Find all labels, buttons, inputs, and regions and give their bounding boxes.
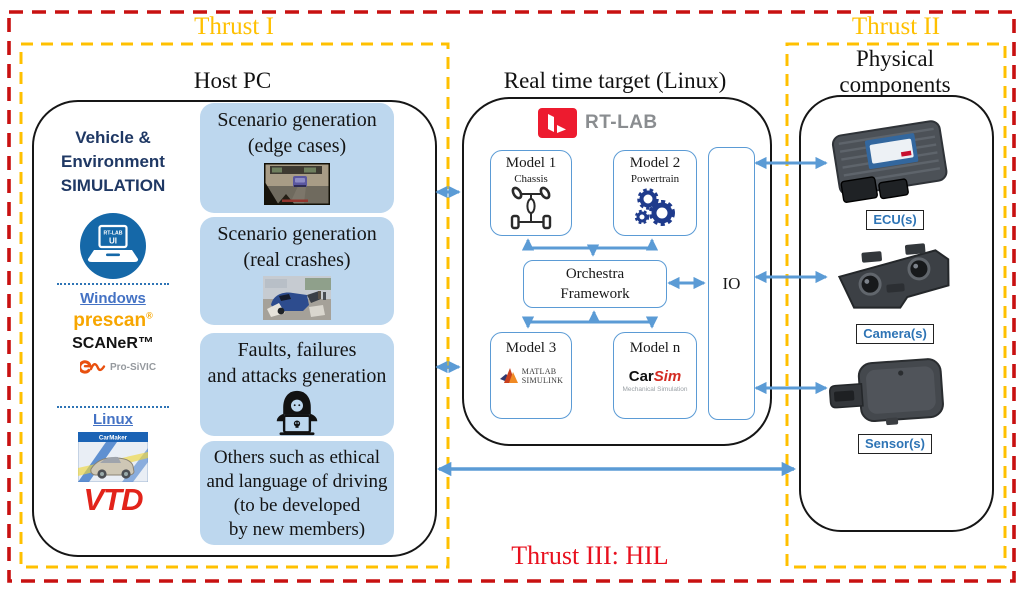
sim-header-line1: Vehicle &	[75, 128, 151, 147]
simulink-text: SIMULINK	[521, 376, 564, 385]
matlab-text: MATLAB	[521, 367, 557, 376]
real-crashes-line1: Scenario generation	[217, 223, 377, 245]
model2-name: Model 2	[629, 155, 681, 171]
separator-windows	[57, 283, 169, 285]
laptop-screen-text-ui: UI	[109, 237, 117, 246]
rtlab-ui-laptop-icon: RT-LAB UI	[79, 212, 147, 285]
carsim-car-text: Car	[628, 368, 654, 385]
sim-header-line2: Environment	[61, 152, 165, 171]
real-crashes-line2: (real crashes)	[243, 249, 351, 271]
realtime-target-title: Real time target (Linux)	[503, 68, 727, 93]
carsim-tagline: Mechanical Simulation	[622, 386, 688, 393]
faults-line2: and attacks generation	[207, 365, 387, 387]
camera-label: Camera(s)	[856, 324, 934, 344]
model3-name: Model 3	[505, 340, 557, 356]
chassis-icon	[491, 186, 571, 237]
camera-label-wrap: Camera(s)	[800, 324, 990, 344]
thrust1-label: Thrust I	[194, 13, 274, 40]
edge-cases-line1: Scenario generation	[217, 109, 377, 131]
physical-title-line1: Physical	[856, 46, 934, 71]
thrust3-label: Thrust III: HIL	[511, 541, 669, 570]
scenario-box-others: Others such as ethical and language of d…	[200, 441, 394, 545]
scenario-box-faults-attacks: Faults, failures and attacks generation	[200, 333, 394, 436]
ecu-image	[820, 112, 960, 213]
others-line4: by new members)	[228, 519, 366, 540]
hacker-icon	[200, 390, 394, 441]
scenario-box-real-crashes: Scenario generation (real crashes)	[200, 217, 394, 325]
scaner-logo: SCANeR™	[72, 335, 154, 352]
esi-swoosh-icon	[79, 360, 106, 374]
camera-image	[834, 240, 956, 329]
rtlab-logo-icon	[538, 108, 577, 138]
modeln-name: Model n	[629, 340, 681, 356]
windows-section-label: Windows	[80, 290, 146, 307]
others-line2: and language of driving	[206, 471, 388, 492]
sensor-image	[826, 352, 950, 437]
carsim-sim-text: Sim	[653, 368, 682, 385]
gears-icon	[614, 186, 696, 235]
prescan-registered-mark: ®	[146, 310, 153, 321]
esi-prosivic-logo: Pro-SiVIC	[58, 356, 178, 378]
prescan-text: prescan	[73, 310, 147, 331]
model2-box: Model 2 Powertrain	[613, 150, 697, 236]
prescan-logo: prescan®	[40, 310, 186, 332]
vehicle-env-sim-header: Vehicle & Environment SIMULATION	[40, 126, 186, 198]
others-line3: (to be developed	[233, 495, 361, 516]
host-pc-title: Host PC	[193, 68, 272, 93]
scenario-box-edge-cases: Scenario generation (edge cases)	[200, 103, 394, 213]
rtlab-logo-text: RT-LAB	[585, 112, 658, 133]
model3-box: Model 3 MATLAB SIMULINK	[490, 332, 572, 419]
separator-linux	[57, 406, 169, 408]
ecu-label-wrap: ECU(s)	[800, 210, 990, 230]
others-line1: Others such as ethical	[213, 447, 381, 468]
faults-line1: Faults, failures	[237, 339, 357, 361]
real-crash-photo	[200, 276, 394, 325]
carsim-logo: CarSim Mechanical Simulation	[614, 368, 696, 393]
rtlab-logo: RT-LAB	[538, 108, 658, 138]
matlab-simulink-logo: MATLAB SIMULINK	[491, 367, 571, 385]
ecu-label: ECU(s)	[866, 210, 924, 230]
io-label: IO	[722, 273, 741, 293]
sensor-label-wrap: Sensor(s)	[800, 434, 990, 454]
orchestra-framework-box: Orchestra Framework	[523, 260, 667, 308]
model2-sub: Powertrain	[630, 173, 680, 185]
vtd-logo: VTD	[83, 482, 144, 517]
model1-sub: Chassis	[514, 173, 548, 185]
sensor-label: Sensor(s)	[858, 434, 932, 454]
model1-name: Model 1	[505, 155, 557, 171]
edge-cases-line2: (edge cases)	[247, 135, 347, 157]
model1-box: Model 1 Chassis	[490, 150, 572, 236]
carmaker-logo-image: CarMaker	[77, 431, 149, 487]
carmaker-text: CarMaker	[99, 435, 128, 442]
sim-header-line3: SIMULATION	[60, 176, 166, 195]
matlab-logo-icon	[499, 368, 518, 383]
orchestra-line1: Orchestra	[565, 266, 625, 282]
physical-components-title: Physical components	[800, 46, 990, 98]
io-box: IO	[708, 147, 755, 420]
modeln-box: Model n CarSim Mechanical Simulation	[613, 332, 697, 419]
prosivic-text: Pro-SiVIC	[109, 361, 157, 373]
linux-section-label: Linux	[93, 411, 133, 428]
thrust2-label: Thrust II	[851, 13, 941, 40]
orchestra-line2: Framework	[560, 286, 630, 302]
edge-cases-sim-image	[200, 163, 394, 210]
